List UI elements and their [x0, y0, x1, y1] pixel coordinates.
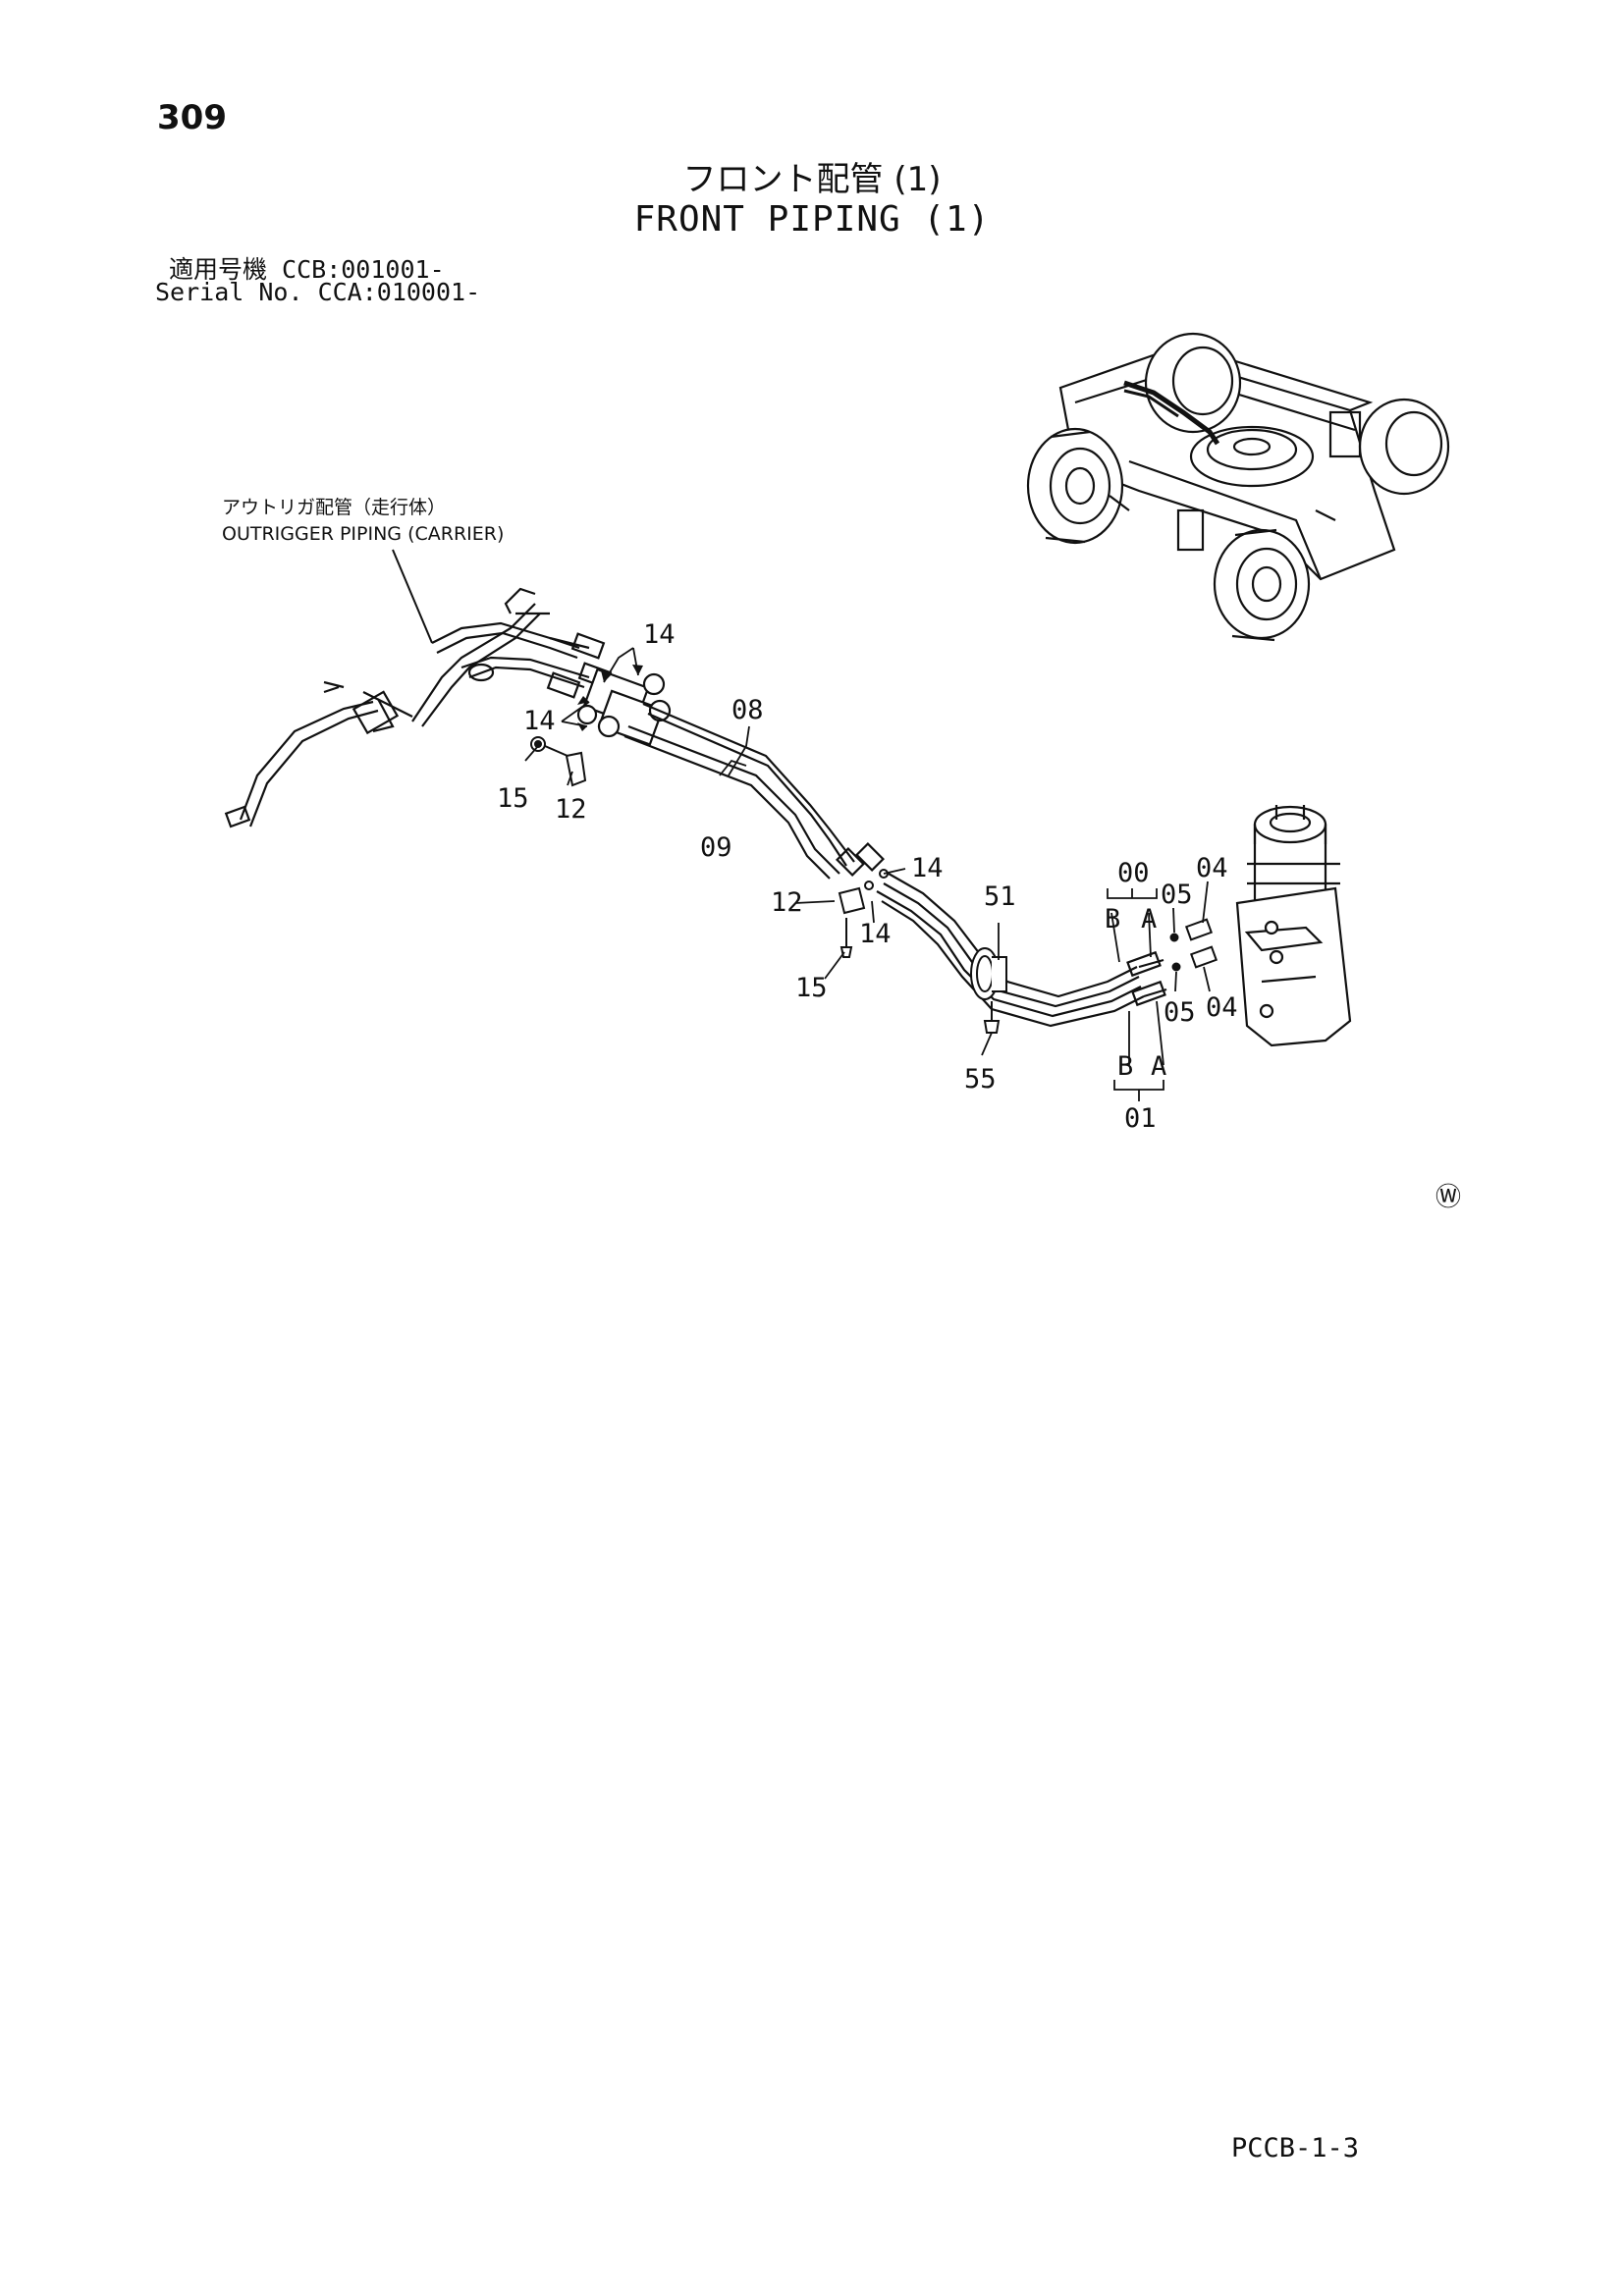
carrier-overview-drawing [1026, 332, 1450, 642]
callout-14-left: 14 [523, 706, 556, 736]
callout-12-middle: 12 [771, 887, 803, 918]
callout-05-bottom: 05 [1164, 997, 1196, 1028]
callout-55: 55 [964, 1064, 997, 1095]
callout-14-top: 14 [643, 619, 676, 650]
outrigger-note-english: OUTRIGGER PIPING (CARRIER) [222, 523, 504, 545]
callout-00-b: B [1105, 904, 1120, 934]
callout-01-b: B [1117, 1051, 1133, 1082]
callout-00: 00 [1117, 858, 1150, 888]
junction-block-fittings [576, 667, 672, 746]
callout-09: 09 [700, 832, 732, 863]
callout-05-top: 05 [1161, 880, 1193, 910]
callout-08: 08 [731, 695, 764, 725]
fittings-04-05 [1169, 918, 1218, 972]
hoses-00-01 [876, 873, 1167, 1028]
page-number: 309 [157, 98, 227, 137]
callout-00-a: A [1141, 904, 1157, 934]
clamp-bolt-left [530, 736, 587, 787]
title-english: FRONT PIPING (1) [633, 199, 991, 240]
serial-number-line: Serial No. CCA:010001- [155, 278, 481, 306]
document-code: PCCB-1-3 [1231, 2133, 1360, 2163]
circled-w-mark: Ⓦ [1435, 1183, 1461, 1212]
callout-51: 51 [984, 881, 1016, 912]
outrigger-hoses [224, 587, 613, 828]
callout-15-middle: 15 [795, 973, 828, 1003]
callout-04-bottom: 04 [1206, 992, 1238, 1023]
serial-applicable-line: 適用号機 CCB:001001- [169, 255, 445, 284]
callout-04-top: 04 [1196, 853, 1228, 883]
callout-arrowheads [577, 665, 643, 731]
callout-14-middle: 14 [911, 853, 944, 883]
callout-01-a: A [1151, 1051, 1166, 1082]
callout-15-left: 15 [497, 783, 529, 814]
outrigger-leader-line [392, 549, 433, 644]
pipes-08-09 [623, 702, 885, 880]
callout-14-middle-lower: 14 [859, 919, 892, 949]
clamp-bolt-middle [838, 869, 889, 958]
title-japanese: フロント配管 (1) [682, 160, 942, 199]
center-joint-drawing [1235, 805, 1352, 1047]
outrigger-note-japanese: アウトリガ配管（走行体） [222, 497, 446, 518]
hose-clamp-51 [970, 947, 1007, 1034]
callout-01: 01 [1124, 1103, 1157, 1134]
callout-12-left: 12 [555, 794, 587, 825]
